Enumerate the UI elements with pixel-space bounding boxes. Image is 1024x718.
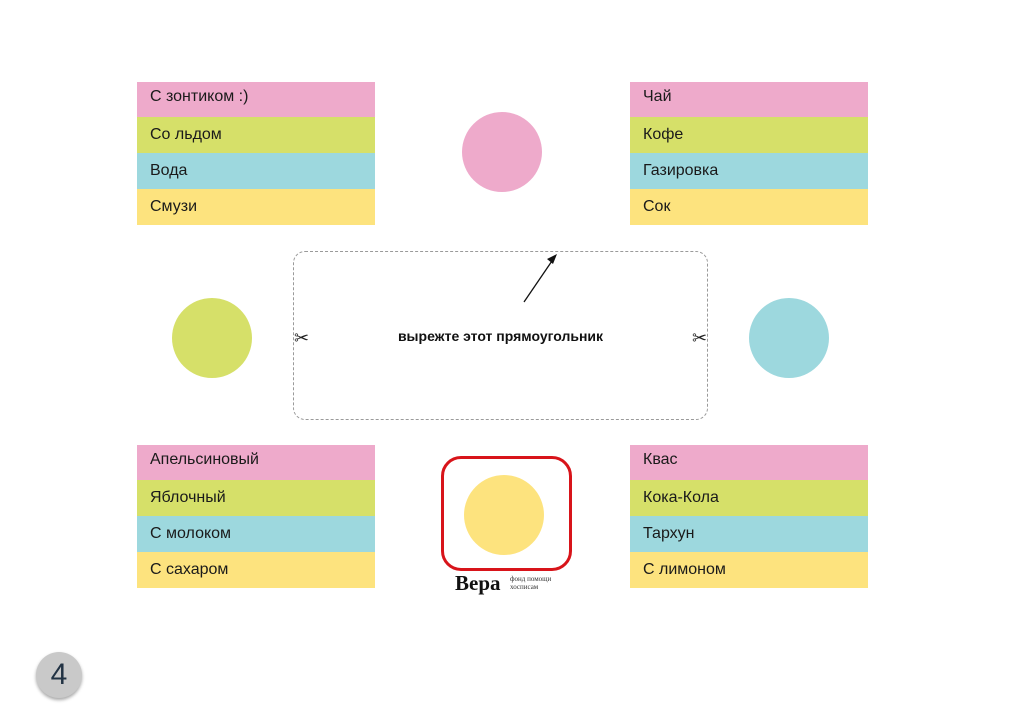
list-item: Квас — [630, 445, 868, 480]
logo-name: Вера — [455, 571, 501, 595]
scissors-icon: ✂ — [692, 328, 708, 348]
list-item: С лимоном — [630, 552, 868, 588]
list-item: Со льдом — [137, 117, 375, 153]
pink-circle — [462, 112, 542, 192]
cut-instruction: вырежте этот прямоугольник — [397, 328, 604, 344]
list-item: Тархун — [630, 516, 868, 552]
selection-frame — [441, 456, 572, 571]
yellow-circle — [464, 475, 544, 555]
list-item: Сок — [630, 189, 868, 225]
cut-out-rectangle: вырежте этот прямоугольник — [293, 251, 708, 420]
list-item: Яблочный — [137, 480, 375, 516]
list-top-right: Чай Кофе Газировка Сок — [630, 82, 868, 225]
cyan-circle — [749, 298, 829, 378]
list-item: Вода — [137, 153, 375, 189]
arrow-icon — [523, 254, 557, 303]
list-item: Кофе — [630, 117, 868, 153]
list-item: С молоком — [137, 516, 375, 552]
list-item: Апельсиновый — [137, 445, 375, 480]
page-number-badge: 4 — [36, 652, 82, 698]
list-item: Чай — [630, 82, 868, 117]
list-item: Газировка — [630, 153, 868, 189]
list-bottom-right: Квас Кока-Кола Тархун С лимоном — [630, 445, 868, 588]
logo-tagline: фонд помощи хосписам — [510, 575, 552, 591]
list-item: Смузи — [137, 189, 375, 225]
list-bottom-left: Апельсиновый Яблочный С молоком С сахаро… — [137, 445, 375, 588]
list-item: С зонтиком :) — [137, 82, 375, 117]
list-item: С сахаром — [137, 552, 375, 588]
list-top-left: С зонтиком :) Со льдом Вода Смузи — [137, 82, 375, 225]
scissors-icon: ✂ — [294, 328, 310, 348]
green-circle — [172, 298, 252, 378]
list-item: Кока-Кола — [630, 480, 868, 516]
